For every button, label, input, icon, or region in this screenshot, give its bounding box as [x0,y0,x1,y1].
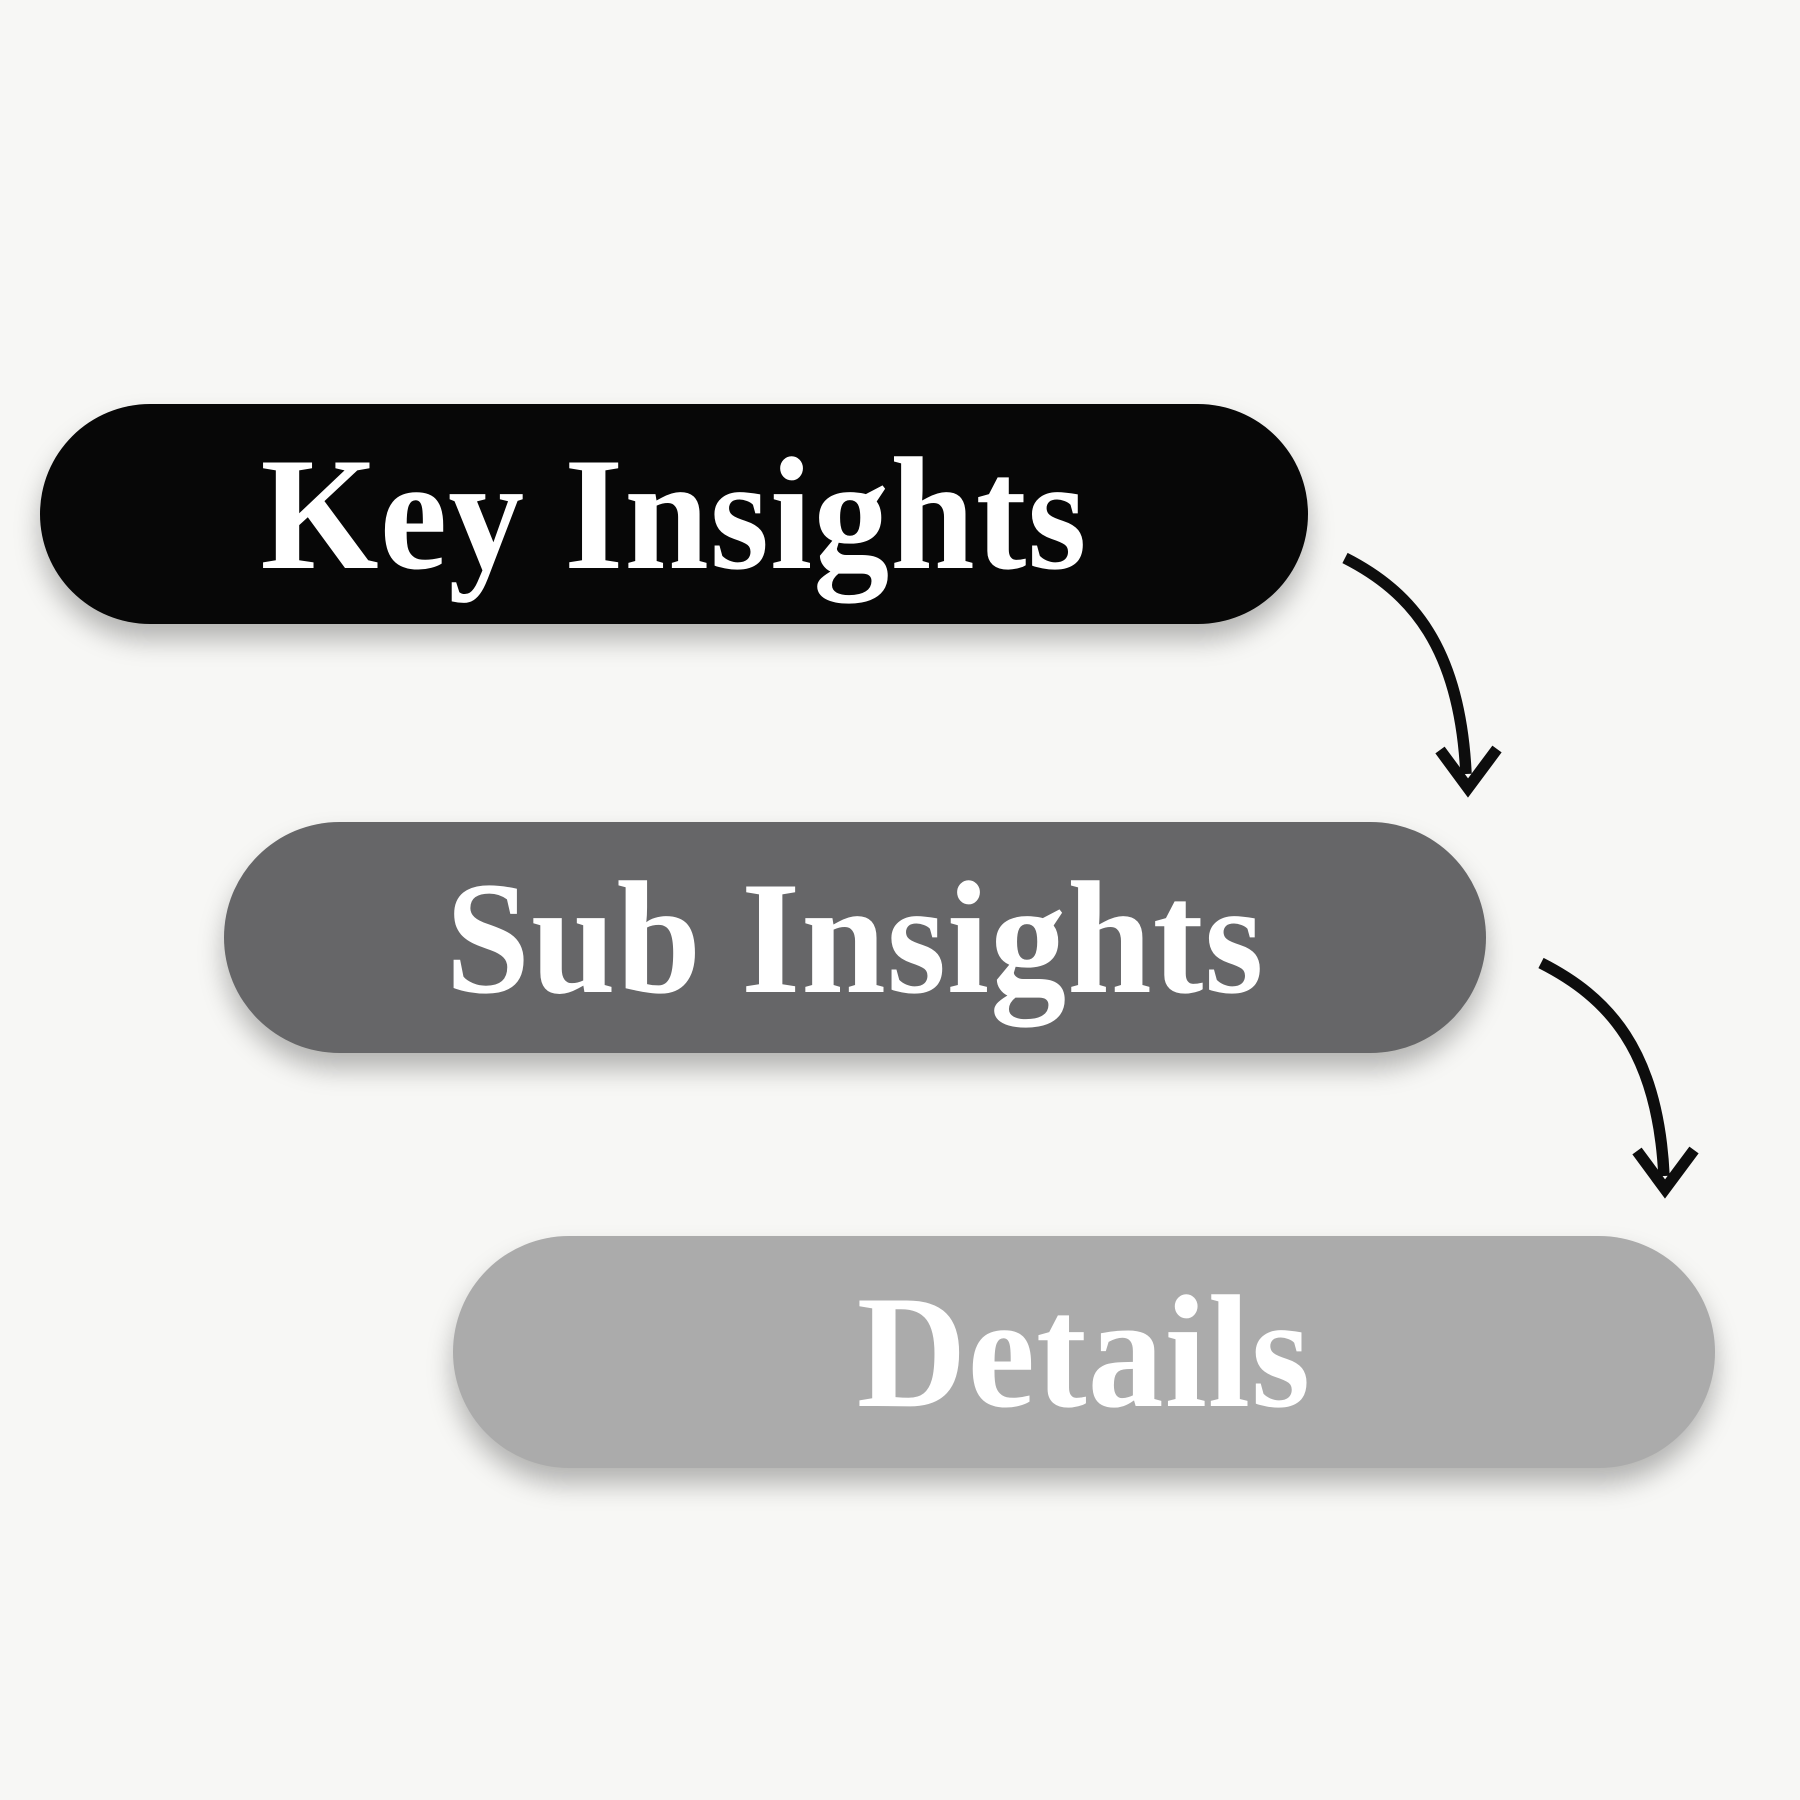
node-key-insights: Key Insights [40,404,1308,624]
node-sub-insights: Sub Insights [224,822,1486,1053]
arrow-sub-to-details-icon [1538,957,1699,1199]
node-sub-insights-label: Sub Insights [445,848,1265,1027]
node-details-label: Details [856,1262,1312,1442]
arrow-key-to-sub-icon [1342,552,1502,798]
node-details: Details [453,1236,1715,1468]
node-key-insights-label: Key Insights [260,424,1088,604]
